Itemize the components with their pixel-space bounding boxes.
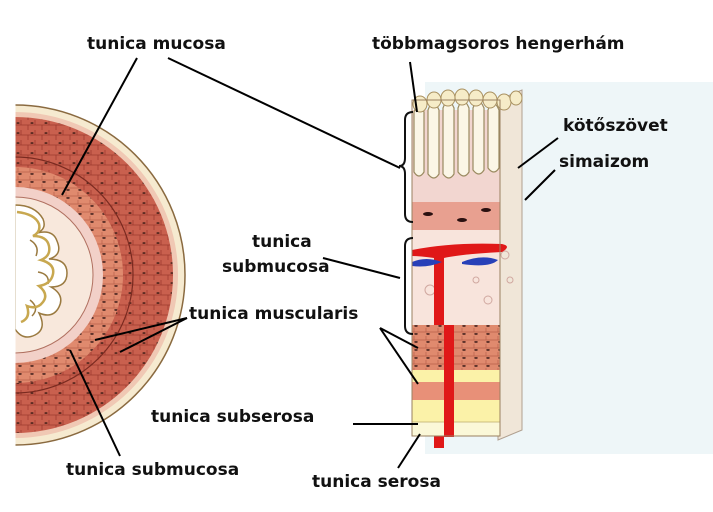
lumen-folds [15,204,68,338]
label-epithelium: többmagsoros hengerhám [372,34,625,54]
subserosa-layer [412,400,500,422]
label-submucosa-line1: tunica [252,232,312,252]
mucosa-layer [412,110,500,202]
cross-section [15,104,186,446]
label-tunica-muscularis: tunica muscularis [189,304,359,324]
label-smooth-muscle: simaizom [559,152,650,172]
vein [412,257,498,267]
label-connective-tissue: kötőszövet [563,116,668,136]
longitudinal-muscle [412,382,500,400]
label-tunica-submucosa: tunica submucosa [66,460,240,480]
label-tunica-subserosa: tunica subserosa [151,407,315,427]
submucosa-brace [404,237,414,335]
fold-epithelium [16,210,55,324]
serosa-layer [411,421,501,437]
circular-muscle [412,325,500,370]
muscularis-mucosae [412,202,500,230]
label-submucosa-line2: submucosa [222,257,330,277]
mucosa-brace [398,111,414,223]
label-tunica-serosa: tunica serosa [312,472,441,492]
leader-lines [61,57,559,469]
wall-block [398,82,713,454]
label-tunica-mucosa: tunica mucosa [87,34,226,54]
